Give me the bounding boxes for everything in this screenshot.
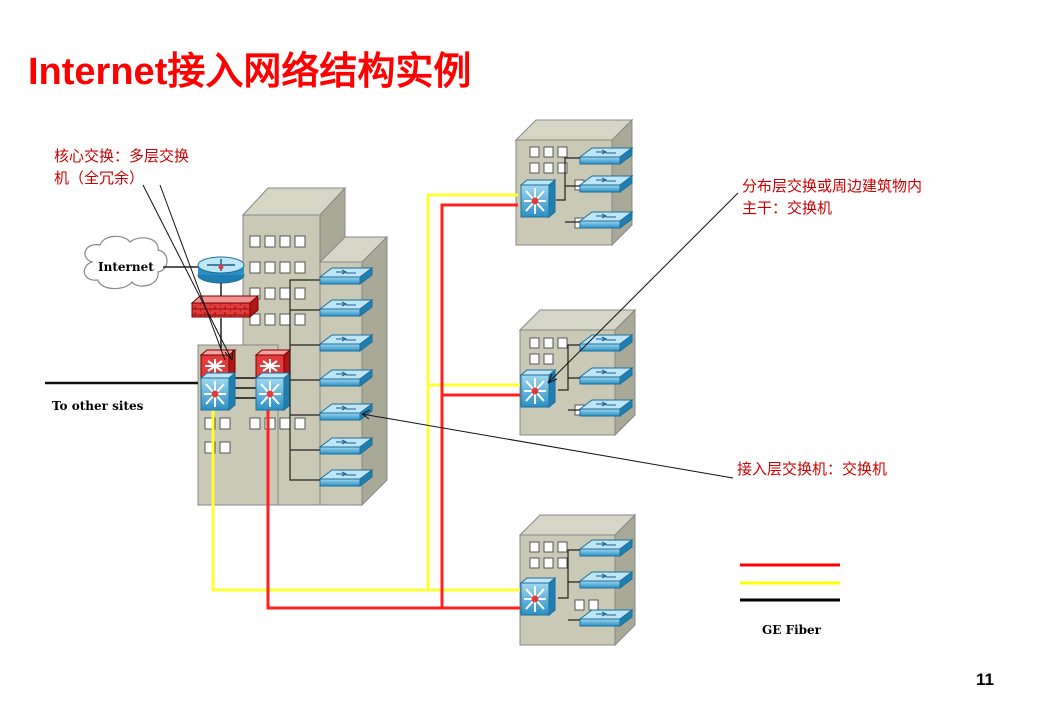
core-annotation-line2: 机（全冗余）: [54, 169, 145, 187]
router-icon: [197, 256, 245, 284]
page-number: 11: [976, 670, 994, 689]
access-switches-bottom: [579, 539, 633, 627]
access-switch-annotation: 接入层交换机：交换机: [737, 460, 888, 478]
firewall-icon: [190, 294, 260, 319]
core-pointer-arrow: [142, 184, 233, 361]
core-switch-1: [200, 349, 236, 411]
access-switches-middle: [579, 334, 633, 417]
core-switch-2: [255, 349, 291, 411]
annotation-pointers: [142, 184, 739, 479]
distribution-annotation-line1: 分布层交换或周边建筑物内: [742, 177, 923, 195]
distribution-switch-annotation: 分布层交换或周边建筑物内 主干：交换机: [742, 175, 922, 219]
internet-cloud-icon: Internet: [83, 235, 168, 290]
internet-label: Internet: [98, 260, 154, 274]
distribution-switch-middle: [520, 369, 556, 408]
page-title: Internet接入网络结构实例: [28, 51, 472, 93]
legend: GE Fiber: [740, 563, 840, 637]
distribution-annotation-line2: 主干：交换机: [742, 199, 833, 217]
distribution-switch-top: [520, 179, 556, 218]
to-other-sites-label: To other sites: [52, 399, 144, 413]
distribution-switch-bottom: [520, 577, 556, 616]
core-switch-annotation: 核心交换：多层交换 机（全冗余）: [54, 145, 189, 189]
fiber-links: [45, 193, 520, 610]
legend-label: GE Fiber: [762, 623, 822, 637]
access-switches-top: [579, 147, 633, 229]
core-annotation-line1: 核心交换：多层交换: [54, 147, 190, 165]
distribution-pointer-arrow: [547, 192, 739, 384]
access-pointer-arrow: [361, 413, 734, 479]
